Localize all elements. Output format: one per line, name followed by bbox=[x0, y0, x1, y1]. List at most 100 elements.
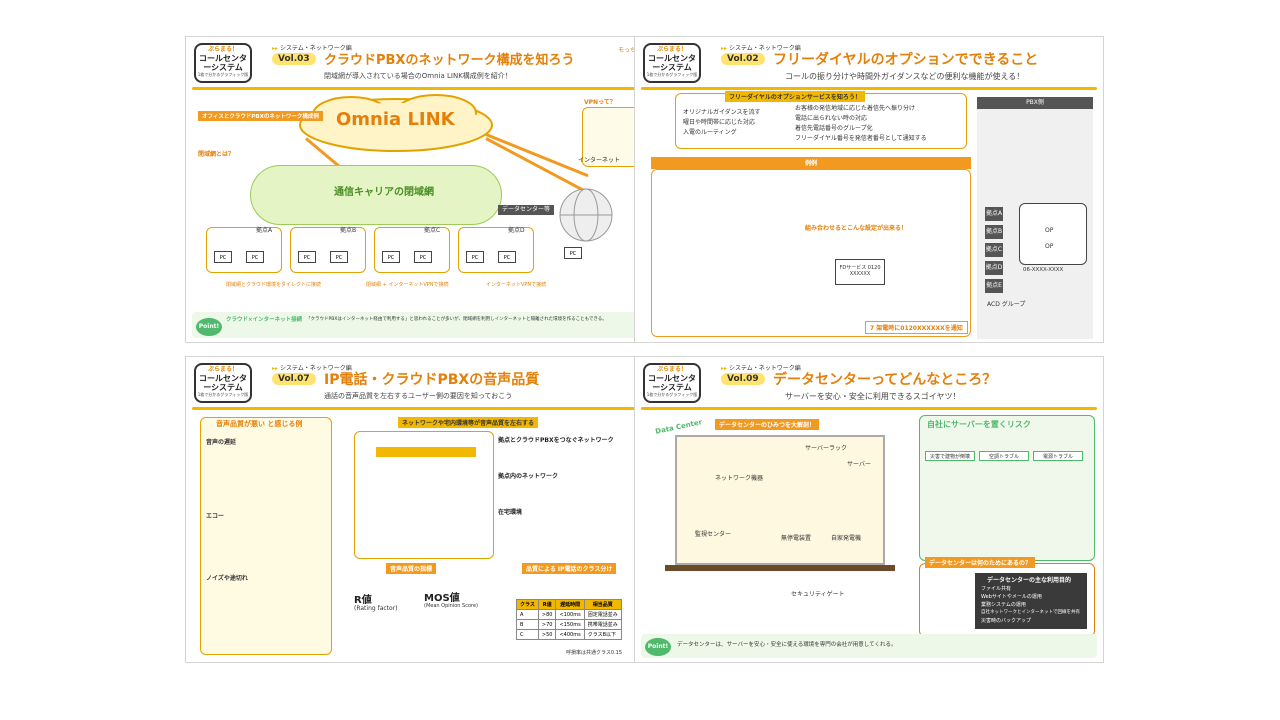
site-label: 拠点A bbox=[256, 227, 273, 234]
pc-icon: PC bbox=[246, 251, 264, 263]
site-box: 拠点A bbox=[985, 207, 1003, 221]
carrier-label: 通信キャリアの閉域網 bbox=[334, 187, 434, 198]
indicator-title: 音声品質の指標 bbox=[386, 563, 437, 574]
page-title: IP電話・クラウドPBXの音声品質 bbox=[324, 372, 540, 388]
ground-base bbox=[665, 565, 895, 571]
table-cell: A bbox=[516, 609, 539, 620]
bad-quality-box bbox=[200, 417, 332, 655]
cloudpbx-bar bbox=[376, 447, 476, 457]
room-label: セキュリティゲート bbox=[791, 591, 845, 598]
option-item: お客様の発信地域に応じた着信先へ振り分け bbox=[795, 105, 916, 112]
vpn-title: VPNって？ bbox=[584, 99, 616, 106]
datacenter-label: データセンター等 bbox=[498, 205, 554, 215]
options-title: フリーダイヤルのオプションサービスを知ろう！ bbox=[725, 91, 865, 102]
table-header: R値 bbox=[537, 599, 557, 610]
example-label: 音声の遅延 bbox=[206, 439, 237, 446]
purposes-title: データセンターの主な利用目的 bbox=[987, 577, 1072, 584]
series-badge: ぷらまる！ コールセンターシステム 1枚で分かるグラフィック版 bbox=[194, 363, 252, 403]
option-item: 電話に出られない時の対応 bbox=[795, 115, 868, 122]
header-label: オフィスとクラウドPBXのネットワーク構成例 bbox=[198, 111, 323, 121]
pc-icon: PC bbox=[298, 251, 316, 263]
table-cell: <150ms bbox=[555, 619, 585, 630]
op-label: OP bbox=[1045, 227, 1054, 234]
table-cell: >80 bbox=[537, 609, 557, 620]
factor-item: 在宅環境 bbox=[498, 509, 523, 516]
vol-number: Vol.07 bbox=[272, 373, 316, 385]
point-title: クラウド×インターネット接続 bbox=[226, 317, 303, 323]
op-group-box bbox=[1019, 203, 1087, 265]
series-label: ▸▸ システム・ネットワーク編 bbox=[721, 365, 801, 372]
site-c bbox=[374, 227, 450, 273]
table-cell: C bbox=[516, 629, 539, 640]
factor-item: 拠点とクラウドPBXをつなぐネットワーク bbox=[498, 437, 614, 444]
options-box bbox=[675, 93, 967, 149]
mascot-name: モっち bbox=[618, 47, 637, 54]
site-label: 拠点D bbox=[508, 227, 525, 234]
secret-title: データセンターのひみつを大解剖！ bbox=[715, 419, 820, 430]
series-label: ▸▸ システム・ネットワーク編 bbox=[272, 45, 352, 52]
site-d bbox=[458, 227, 534, 273]
page-vol02-freedial: ぷらまる！ コールセンターシステム 1枚で分かるグラフィック版 ▸▸ システム・… bbox=[634, 36, 1104, 343]
pc-icon: PC bbox=[330, 251, 348, 263]
pc-icon: PC bbox=[564, 247, 582, 259]
route-line bbox=[485, 133, 589, 178]
purpose-title: データセンターは何のためにあるの？ bbox=[925, 557, 1036, 568]
vol-number: Vol.02 bbox=[721, 53, 765, 65]
series-badge: ぷらまる！ コールセンターシステム 1枚で分かるグラフィック版 bbox=[643, 43, 701, 83]
vol-number: Vol.03 bbox=[272, 53, 316, 65]
combo-label: 組み合わせるとこんな設定が出来る！ bbox=[805, 225, 908, 232]
internet-globe-icon bbox=[559, 188, 613, 242]
option-item: 着信先電話番号のグループ化 bbox=[795, 125, 873, 132]
site-label: 拠点C bbox=[424, 227, 441, 234]
page-vol09-datacenter: ぷらまる！ コールセンターシステム 1枚で分かるグラフィック版 ▸▸ システム・… bbox=[634, 356, 1104, 663]
page-subtitle: コールの振り分けや時間外ガイダンスなどの便利な機能が使える！ bbox=[785, 72, 1025, 81]
point-area bbox=[192, 312, 648, 338]
page-subtitle: 通話の音声品質を左右するユーザー側の要因を知っておこう bbox=[324, 392, 513, 400]
series-label: ▸▸ システム・ネットワーク編 bbox=[721, 45, 801, 52]
point-area bbox=[641, 634, 1097, 658]
table-cell: <100ms bbox=[555, 609, 585, 620]
mos-value-label: MOS値 bbox=[424, 593, 460, 604]
option-item: オリジナルガイダンスを流す bbox=[683, 109, 761, 116]
example-label: エコー bbox=[206, 513, 225, 520]
page-title: データセンターってどんなところ？ bbox=[773, 372, 997, 388]
risk-item: 空調トラブル bbox=[979, 451, 1029, 461]
point-badge: Point! bbox=[645, 638, 671, 656]
closed-network-title: 閉域網とは？ bbox=[198, 151, 235, 158]
site-box: 拠点D bbox=[985, 261, 1003, 275]
point-badge: Point! bbox=[196, 318, 222, 336]
pbx-header: PBX側 bbox=[977, 97, 1093, 109]
site-box: 拠点B bbox=[985, 225, 1003, 239]
phone-number: 06-XXXX-XXXX bbox=[1023, 267, 1064, 273]
class-title: 品質による IP電話のクラス分け bbox=[522, 563, 617, 574]
r-value-label: R値 bbox=[354, 595, 372, 606]
purpose-item: 業務システムの運用 bbox=[981, 602, 1026, 608]
example-label: ノイズや途切れ bbox=[206, 575, 248, 582]
table-cell: クラスB以下 bbox=[583, 629, 622, 640]
connection-label: 閉域網とクラウド環境をダイレクトに接続 bbox=[226, 282, 322, 288]
room-label: サーバーラック bbox=[805, 445, 847, 452]
notify-label: 7 架電時に0120XXXXXXを通知 bbox=[865, 321, 968, 334]
fd-service-box: FDサービス 0120 XXXXXX bbox=[835, 259, 885, 285]
room-label: 無停電装置 bbox=[781, 535, 812, 542]
acd-label: ACD グループ bbox=[987, 301, 1026, 308]
series-label: ▸▸ システム・ネットワーク編 bbox=[272, 365, 352, 372]
datacenter-sign: Data Center bbox=[654, 418, 703, 436]
risk-box bbox=[919, 415, 1095, 561]
purpose-item: 自社ネットワークとインターネットで回線を共有 bbox=[981, 610, 1080, 615]
site-box: 拠点C bbox=[985, 243, 1003, 257]
bad-quality-title: 音声品質が悪い と感じる例 bbox=[216, 420, 303, 428]
pc-icon: PC bbox=[498, 251, 516, 263]
table-cell: >70 bbox=[537, 619, 557, 630]
pc-icon: PC bbox=[382, 251, 400, 263]
option-item: 曜日や時間帯に応じた対応 bbox=[683, 119, 756, 126]
pc-icon: PC bbox=[214, 251, 232, 263]
site-box: 拠点E bbox=[985, 279, 1003, 293]
network-title: ネットワークや宅内環境等が音声品質を左右する bbox=[398, 417, 539, 428]
page-title: クラウドPBXのネットワーク構成を知ろう bbox=[324, 53, 575, 68]
risk-item: 災害で建物が倒壊 bbox=[925, 451, 975, 461]
room-label: 自家発電機 bbox=[831, 535, 862, 542]
